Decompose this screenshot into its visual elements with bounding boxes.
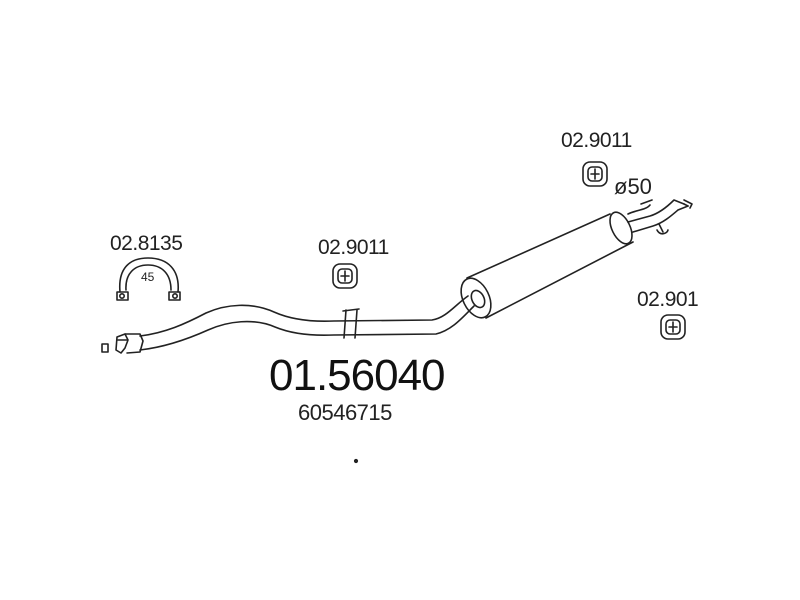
rubber-mount-icon <box>332 263 358 289</box>
mount-code-label: 02.9011 <box>318 236 389 259</box>
rubber-mount-icon <box>582 161 608 187</box>
part-number: 01.56040 <box>269 351 446 400</box>
outlet-diameter-label: ø50 <box>614 174 652 199</box>
oem-number: 60546715 <box>298 400 392 425</box>
dot-mark <box>353 458 359 464</box>
rubber-mount-icon <box>660 314 686 340</box>
mount-code-label: 02.9011 <box>561 129 632 152</box>
mount-code-label: 02.901 <box>637 288 699 311</box>
exhaust-pipe <box>101 199 693 354</box>
clamp-code-label: 02.8135 <box>110 232 183 255</box>
clamp-icon <box>116 257 181 301</box>
clamp-size-label: 45 <box>141 270 155 284</box>
